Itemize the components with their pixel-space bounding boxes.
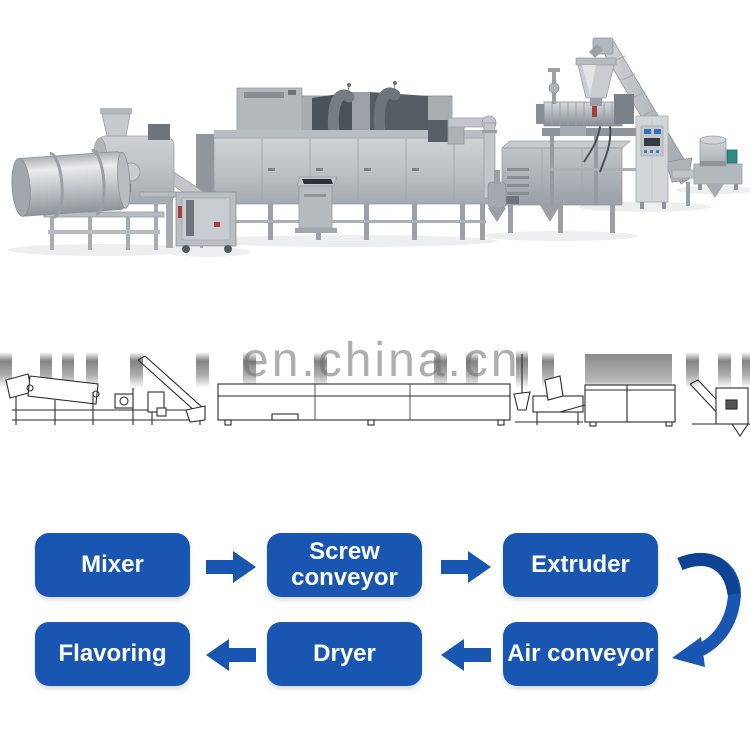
flow-arrow-left-2 — [206, 639, 256, 671]
flow-box-screw-conveyor: Screw conveyor — [267, 533, 422, 597]
flow-box-mixer: Mixer — [35, 533, 190, 597]
flow-box-screw-conveyor-label: Screw conveyor — [291, 538, 398, 591]
control-cabinet — [635, 115, 669, 209]
flow-box-mixer-label: Mixer — [81, 551, 144, 579]
flow-arrow-left-1 — [441, 639, 491, 671]
blurred-marks — [0, 350, 750, 388]
control-pedestal — [295, 176, 338, 233]
flow-box-dryer-label: Dryer — [313, 640, 376, 668]
flow-box-flavoring-label: Flavoring — [58, 640, 167, 668]
flow-box-air-conveyor: Air conveyor — [503, 622, 658, 686]
flow-box-dryer: Dryer — [267, 622, 422, 686]
storage-tank-unit — [671, 135, 743, 198]
control-cart — [175, 191, 237, 253]
flow-arrow-right-1 — [206, 551, 256, 583]
extruder-machine — [536, 57, 654, 205]
flow-box-flavoring: Flavoring — [35, 622, 190, 686]
drawing-lines — [5, 354, 750, 437]
flow-box-extruder-label: Extruder — [531, 551, 630, 579]
flow-box-extruder: Extruder — [503, 533, 658, 597]
flavoring-drum — [11, 148, 177, 250]
cooling-conveyor-box — [487, 140, 632, 233]
flow-arrow-right-2 — [441, 551, 491, 583]
flow-arrow-curved-down — [672, 552, 741, 667]
flow-box-air-conveyor-label: Air conveyor — [507, 640, 654, 668]
exhaust-pipe — [447, 115, 497, 199]
dryer-machine — [196, 81, 488, 240]
machine-line-drawing — [0, 350, 750, 437]
machine-line-photo — [8, 37, 750, 257]
